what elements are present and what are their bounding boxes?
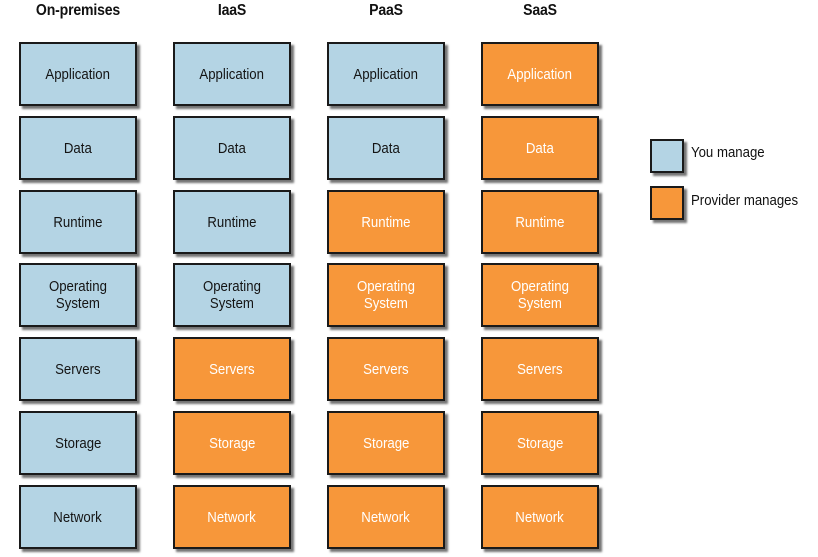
- layer-saas-runtime: Runtime: [481, 190, 599, 254]
- layer-label: Storage: [516, 434, 564, 452]
- layer-saas-application: Application: [481, 42, 599, 106]
- layer-label: Storage: [208, 434, 256, 452]
- layer-paas-operating-system: Operating System: [327, 263, 445, 327]
- layer-iaas-application: Application: [173, 42, 291, 106]
- layer-saas-network: Network: [481, 485, 599, 549]
- layer-paas-application: Application: [327, 42, 445, 106]
- layer-paas-runtime: Runtime: [327, 190, 445, 254]
- layer-label: Network: [515, 508, 565, 526]
- layer-label: Network: [53, 508, 103, 526]
- layer-label: Storage: [54, 434, 102, 452]
- layer-label: Servers: [209, 360, 255, 378]
- layer-label: Application: [353, 65, 419, 83]
- legend-label-you-manage: You manage: [691, 144, 765, 161]
- layer-on-premises-data: Data: [19, 116, 137, 180]
- layer-label: Data: [64, 139, 92, 157]
- layer-label: Servers: [517, 360, 563, 378]
- layer-saas-servers: Servers: [481, 337, 599, 401]
- layer-iaas-operating-system: Operating System: [173, 263, 291, 327]
- layer-label: Application: [199, 65, 265, 83]
- layer-label: Runtime: [361, 213, 411, 231]
- layer-iaas-storage: Storage: [173, 411, 291, 475]
- layer-saas-storage: Storage: [481, 411, 599, 475]
- layer-on-premises-operating-system: Operating System: [19, 263, 137, 327]
- layer-on-premises-storage: Storage: [19, 411, 137, 475]
- layer-label: Servers: [55, 360, 101, 378]
- layer-on-premises-runtime: Runtime: [19, 190, 137, 254]
- layer-label: Runtime: [515, 213, 565, 231]
- layer-saas-data: Data: [481, 116, 599, 180]
- layer-label: Servers: [363, 360, 409, 378]
- layer-label: Operating System: [357, 278, 415, 312]
- layer-paas-storage: Storage: [327, 411, 445, 475]
- column-header-on-premises: On-premises: [35, 2, 121, 19]
- legend-label-provider-manages: Provider manages: [691, 192, 799, 209]
- legend-swatch-provider-manages: [650, 186, 684, 220]
- layer-label: Data: [526, 139, 554, 157]
- layer-on-premises-application: Application: [19, 42, 137, 106]
- layer-label: Network: [207, 508, 257, 526]
- layer-iaas-network: Network: [173, 485, 291, 549]
- layer-saas-operating-system: Operating System: [481, 263, 599, 327]
- legend-swatch-you-manage: [650, 139, 684, 173]
- layer-paas-servers: Servers: [327, 337, 445, 401]
- layer-iaas-runtime: Runtime: [173, 190, 291, 254]
- layer-iaas-servers: Servers: [173, 337, 291, 401]
- column-header-saas: SaaS: [523, 2, 557, 19]
- layer-label: Storage: [362, 434, 410, 452]
- layer-label: Operating System: [511, 278, 569, 312]
- layer-on-premises-servers: Servers: [19, 337, 137, 401]
- column-header-paas: PaaS: [369, 2, 403, 19]
- layer-paas-network: Network: [327, 485, 445, 549]
- layer-label: Application: [507, 65, 573, 83]
- layer-label: Data: [218, 139, 246, 157]
- layer-iaas-data: Data: [173, 116, 291, 180]
- column-header-iaas: IaaS: [217, 2, 247, 19]
- layer-label: Application: [45, 65, 111, 83]
- layer-label: Runtime: [53, 213, 103, 231]
- layer-paas-data: Data: [327, 116, 445, 180]
- layer-label: Operating System: [203, 278, 261, 312]
- layer-on-premises-network: Network: [19, 485, 137, 549]
- layer-label: Network: [361, 508, 411, 526]
- layer-label: Runtime: [207, 213, 257, 231]
- layer-label: Data: [372, 139, 400, 157]
- layer-label: Operating System: [49, 278, 107, 312]
